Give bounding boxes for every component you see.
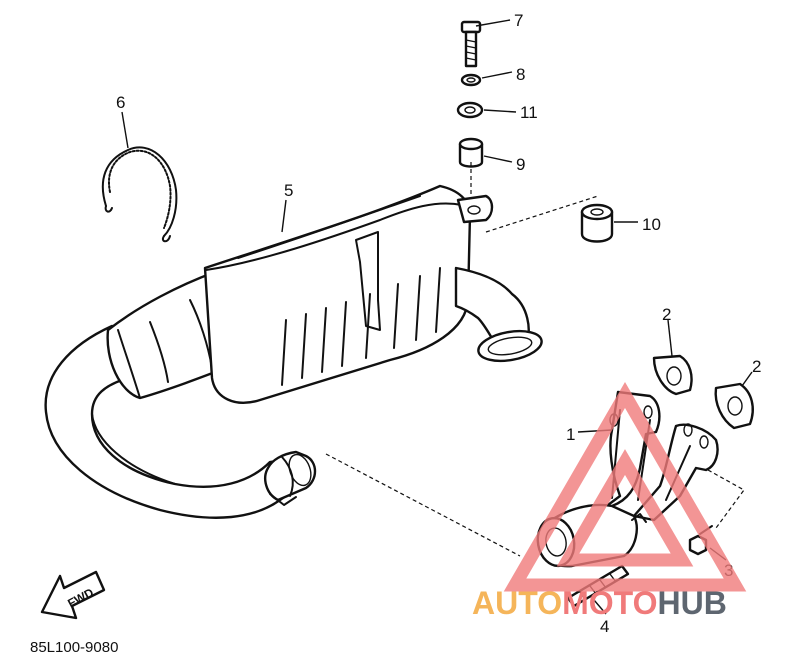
- bolt: [460, 20, 482, 68]
- callout-11: 11: [520, 103, 538, 122]
- callout-4: 4: [600, 617, 609, 636]
- drawing-number: 85L100-9080: [30, 639, 118, 656]
- gasket-left: [652, 354, 693, 396]
- callout-6: 6: [116, 93, 125, 112]
- gasket-right: [714, 382, 754, 430]
- collar: [458, 137, 484, 168]
- callout-8: 8: [516, 65, 525, 84]
- callout-9: 9: [516, 155, 525, 174]
- fwd-arrow-icon: FWD: [40, 570, 106, 620]
- callout-5: 5: [284, 181, 293, 200]
- callout-2-right: 2: [752, 357, 761, 376]
- spring: [101, 146, 178, 243]
- washer: [460, 73, 482, 87]
- watermark-triangle-inner-icon: [556, 449, 694, 567]
- callout-1: 1: [566, 425, 575, 444]
- tail-pipe: [454, 266, 543, 363]
- grommet-washer: [456, 101, 484, 119]
- damper: [580, 203, 614, 243]
- callout-10: 10: [642, 215, 661, 234]
- muffler: [106, 184, 494, 404]
- exhaust-pipe: [44, 324, 317, 519]
- watermark-text: AUTOMOTOHUB: [472, 585, 727, 621]
- callout-7: 7: [514, 11, 523, 30]
- callout-2-left: 2: [662, 305, 671, 324]
- watermark-logo: AUTOMOTOHUB: [472, 382, 747, 621]
- watermark-triangle-outer-icon: [503, 382, 747, 592]
